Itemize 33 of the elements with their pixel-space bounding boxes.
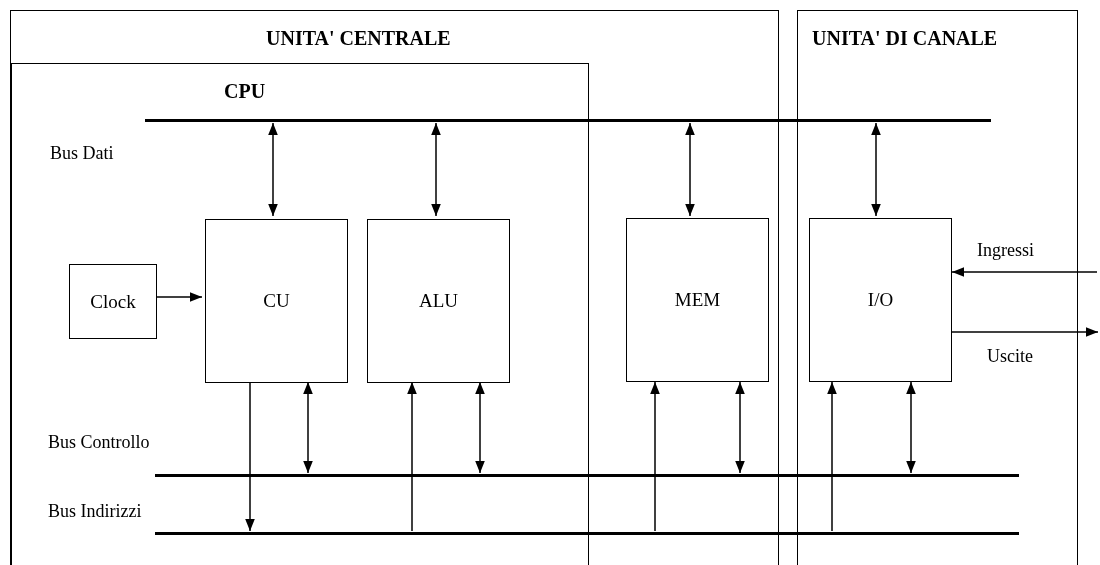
unit-frame — [10, 10, 779, 565]
bus-label: Bus Dati — [50, 143, 114, 164]
arrow — [685, 122, 695, 217]
block-box: Clock — [69, 264, 157, 339]
arrow — [906, 381, 916, 474]
bus-label: Bus Indirizzi — [48, 501, 142, 522]
arrow — [268, 122, 278, 217]
block-box: CU — [205, 219, 348, 383]
arrow — [650, 381, 660, 532]
edge-label: Ingressi — [975, 240, 1036, 261]
arrow — [871, 122, 881, 217]
arrow — [431, 122, 441, 217]
unit-frame — [797, 10, 1078, 565]
bus-line — [155, 474, 1019, 477]
arrow — [735, 381, 745, 474]
arrow — [245, 381, 255, 532]
unit-title: CPU — [224, 80, 266, 103]
unit-title: UNITA' CENTRALE — [266, 27, 451, 50]
bus-line — [145, 119, 991, 122]
arrow — [407, 381, 417, 532]
arrow — [303, 381, 313, 474]
arrow — [155, 292, 203, 302]
arrow — [827, 381, 837, 532]
bus-label: Bus Controllo — [48, 432, 150, 453]
unit-frame — [11, 63, 589, 565]
arrow — [951, 327, 1099, 337]
bus-line — [155, 532, 1019, 535]
block-box: MEM — [626, 218, 769, 382]
block-box: ALU — [367, 219, 510, 383]
block-box: I/O — [809, 218, 952, 382]
arrow — [475, 381, 485, 474]
arrow — [951, 267, 1098, 277]
unit-title: UNITA' DI CANALE — [812, 27, 998, 50]
